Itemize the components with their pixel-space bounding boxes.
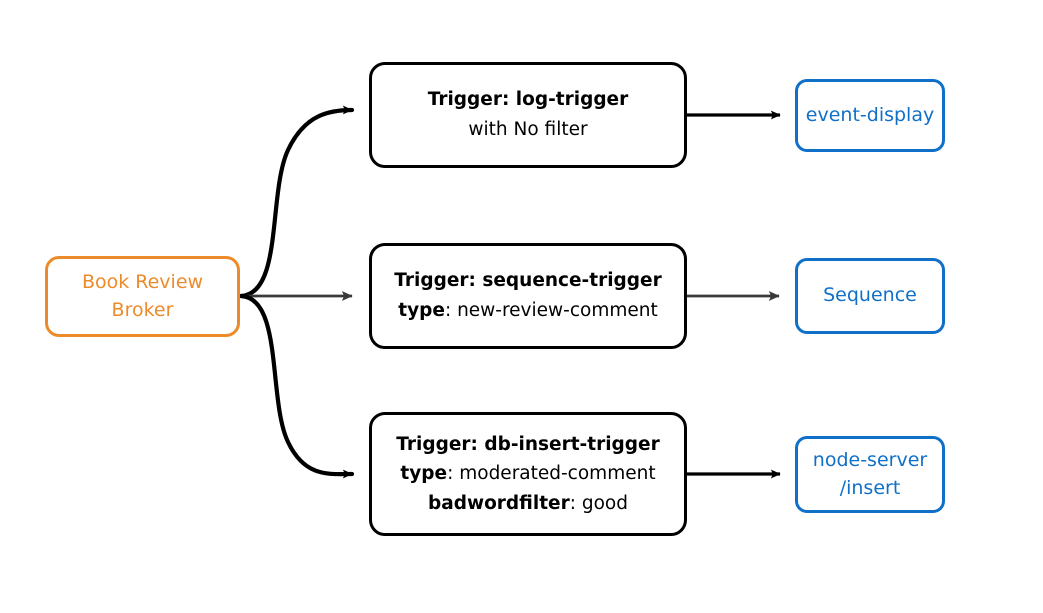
node-trigger-sequence-trigger[interactable]: Trigger: sequence-trigger type: new-revi… [369, 243, 687, 349]
trigger-sequence-detail-value: : new-review-comment [444, 300, 658, 321]
service-event-display-label: event-display [805, 103, 935, 126]
trigger-log-detail: with No filter [468, 115, 587, 145]
node-service-node-server-insert[interactable]: node-server /insert [795, 436, 945, 513]
node-service-sequence[interactable]: Sequence [795, 258, 945, 334]
node-trigger-log-trigger[interactable]: Trigger: log-trigger with No filter [369, 62, 687, 168]
trigger-log-detail-value: with No filter [468, 119, 588, 140]
trigger-db-insert-title: Trigger: db-insert-trigger [396, 433, 660, 455]
trigger-db-insert-filter-key: badwordfilter [428, 492, 570, 514]
service-sequence-label: Sequence [823, 284, 917, 307]
trigger-sequence-detail-key: type [398, 300, 445, 321]
node-book-review-broker[interactable]: Book Review Broker [45, 256, 240, 337]
trigger-db-insert-type-key: type [400, 463, 448, 485]
trigger-sequence-title: Trigger: sequence-trigger [394, 270, 662, 292]
trigger-db-insert-detail-filter: badwordfilter: good [428, 489, 628, 519]
edge-broker-to-db-insert-trigger [238, 293, 355, 479]
broker-label-line1: Book Review [81, 270, 204, 293]
trigger-log-title: Trigger: log-trigger [427, 89, 629, 111]
node-trigger-db-insert-trigger[interactable]: Trigger: db-insert-trigger type: moderat… [369, 412, 687, 536]
service-node-server-label-line1: node-server [812, 448, 928, 471]
trigger-sequence-detail: type: new-review-comment [398, 296, 657, 326]
trigger-db-insert-detail-type: type: moderated-comment [400, 459, 655, 489]
trigger-db-insert-type-value: : moderated-comment [447, 463, 656, 485]
service-node-server-label-line2: /insert [839, 476, 901, 499]
edge-broker-to-log-trigger [238, 105, 355, 299]
broker-label-line2: Broker [111, 298, 174, 321]
trigger-db-insert-filter-value: : good [569, 492, 628, 514]
node-service-event-display[interactable]: event-display [795, 79, 945, 152]
